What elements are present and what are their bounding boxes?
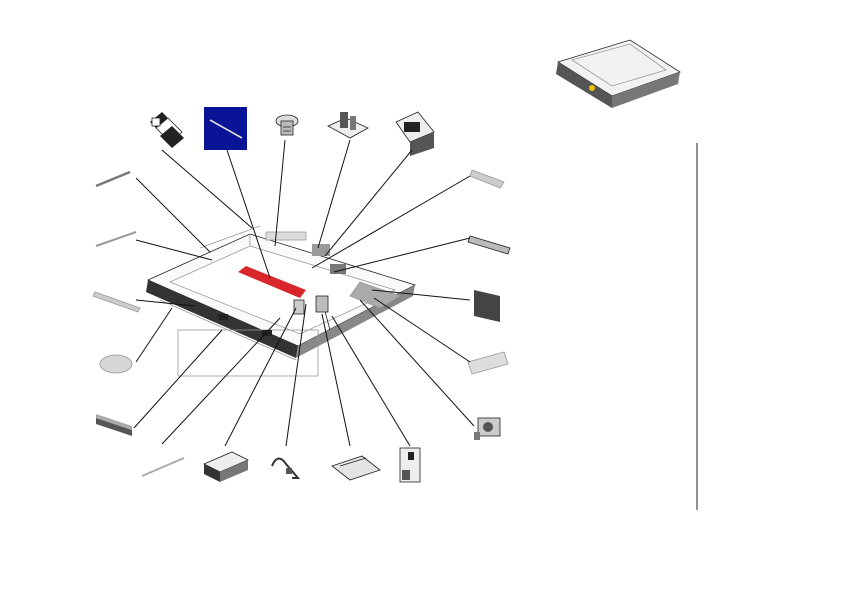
label-plate-icon <box>331 455 381 481</box>
slot-bar-icon <box>96 414 132 436</box>
connector-icon <box>474 417 501 440</box>
pad-icon <box>99 354 133 374</box>
clip-icon <box>327 112 369 139</box>
rod-icon <box>95 170 137 247</box>
switch-block-icon <box>203 451 249 482</box>
chassis-frame <box>146 225 417 377</box>
leader-lines <box>133 139 475 447</box>
bracket-icon <box>395 111 435 156</box>
wire-icon <box>141 457 185 477</box>
rail-icon <box>92 291 141 313</box>
cover-plate-icon <box>467 169 511 375</box>
highlight-strip <box>238 266 306 298</box>
chip-strip-icon <box>150 112 184 148</box>
lock-bracket-icon <box>399 447 421 483</box>
assembled-unit-icon <box>556 39 681 108</box>
wire-hook-icon <box>271 457 301 479</box>
screw-icon <box>275 114 299 136</box>
